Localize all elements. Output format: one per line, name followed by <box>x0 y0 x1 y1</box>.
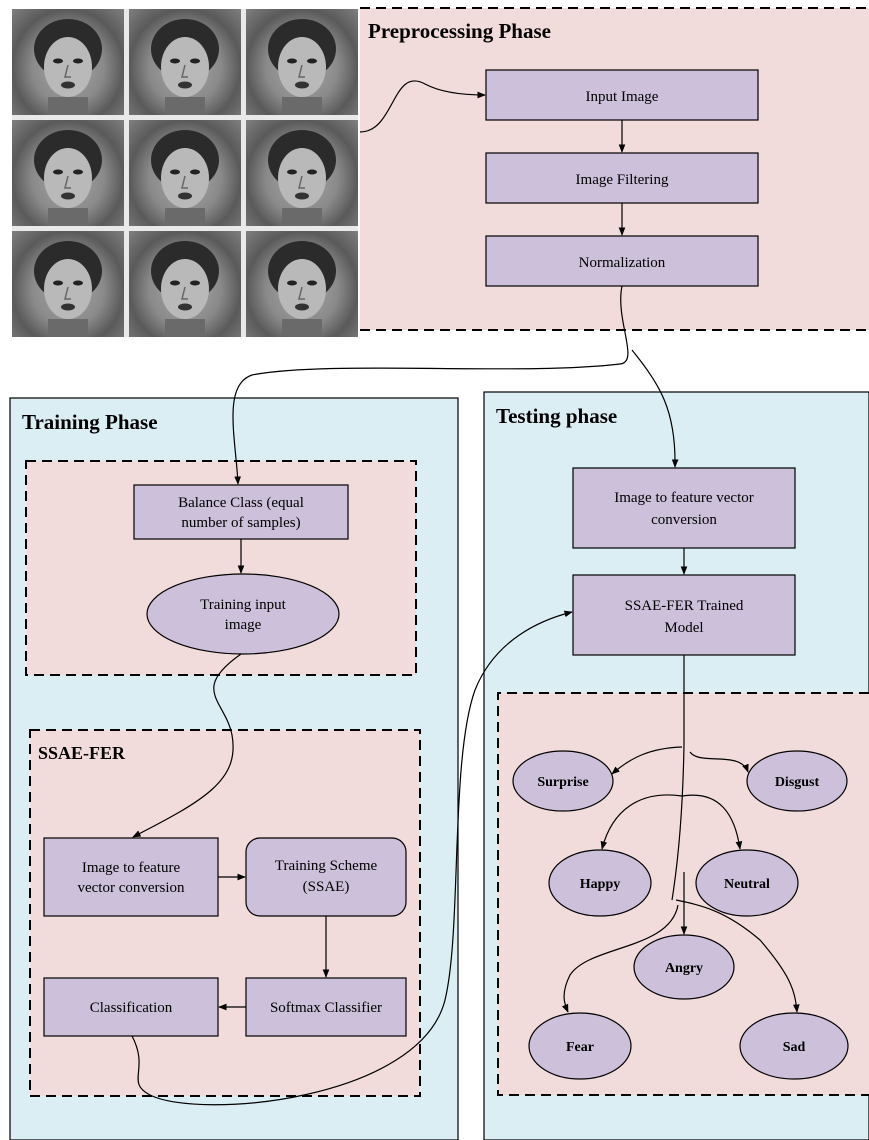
trained-model-label-1: SSAE-FER Trained <box>625 598 744 614</box>
training-title: Training Phase <box>22 410 158 434</box>
input-image-label: Input Image <box>586 89 659 105</box>
connector-to-fear <box>561 904 679 1013</box>
face-photo <box>12 9 124 115</box>
ssae-fer-title: SSAE-FER <box>38 743 126 763</box>
connector-to-disgust <box>689 751 749 773</box>
train-feature-box <box>43 837 219 917</box>
emotion-happy-label: Happy <box>580 877 620 892</box>
face-photo <box>246 120 358 226</box>
training-input-label-2: image <box>225 617 262 633</box>
training-input-ellipse <box>146 573 340 655</box>
normalization-label: Normalization <box>579 255 666 271</box>
softmax-label: Softmax Classifier <box>270 1000 382 1016</box>
connector-to-sad <box>675 899 800 1013</box>
emotion-sad-node <box>739 1012 849 1080</box>
test-feature-label-1: Image to feature vector <box>614 490 754 506</box>
face-photo <box>12 120 124 226</box>
preprocessing-title: Preprocessing Phase <box>368 19 551 43</box>
emotion-disgust-label: Disgust <box>775 775 820 790</box>
emotion-disgust-node <box>746 750 848 812</box>
face-image-grid <box>12 9 358 337</box>
face-photo <box>129 9 241 115</box>
balance-class-label-1: Balance Class (equal <box>178 495 304 511</box>
input-image-box <box>485 69 759 121</box>
image-filtering-label: Image Filtering <box>576 172 669 188</box>
emotion-fear-node <box>528 1012 632 1080</box>
emotion-fear-label: Fear <box>566 1040 594 1055</box>
connector-faces-to-input <box>359 80 486 133</box>
trained-model-label-2: Model <box>664 620 703 636</box>
connector-to-happy <box>600 794 683 850</box>
balance-class-label-2: number of samples) <box>181 515 300 531</box>
face-photo <box>129 120 241 226</box>
train-feature-label-1: Image to feature <box>82 860 181 876</box>
connector-classification-to-model <box>131 610 573 1106</box>
face-photo <box>246 9 358 115</box>
train-feature-label-2: vector conversion <box>77 880 185 896</box>
connector-to-neutral <box>681 794 743 850</box>
classification-label: Classification <box>90 1000 173 1016</box>
connector-normalization-to-test <box>631 349 679 468</box>
emotion-sad-label: Sad <box>783 1040 806 1055</box>
classification-box <box>43 977 219 1037</box>
connector-model-trunk <box>671 655 685 901</box>
face-photo <box>246 231 358 337</box>
preprocessing-panel-border <box>360 7 869 331</box>
emotion-surprise-label: Surprise <box>537 775 588 790</box>
test-feature-label-2: conversion <box>651 512 717 528</box>
training-scheme-label-2: (SSAE) <box>303 879 350 895</box>
emotion-angry-node <box>633 934 735 1000</box>
softmax-box <box>245 977 407 1037</box>
emotion-neutral-node <box>695 849 799 917</box>
emotion-neutral-label: Neutral <box>724 877 770 892</box>
testing-title: Testing phase <box>496 404 617 428</box>
training-scheme-box <box>245 837 407 917</box>
training-input-label-1: Training input <box>200 597 287 613</box>
trained-model-box <box>572 574 796 656</box>
face-photo <box>129 231 241 337</box>
emotion-angry-label: Angry <box>665 961 703 976</box>
training-scheme-label-1: Training Scheme <box>275 858 378 874</box>
image-filtering-box <box>485 152 759 204</box>
test-feature-box <box>572 467 796 549</box>
connector-normalization-to-balance <box>232 285 629 485</box>
emotion-happy-node <box>548 849 652 917</box>
emotion-surprise-node <box>512 750 614 812</box>
face-photo <box>12 231 124 337</box>
connector-to-surprise <box>611 746 683 775</box>
connector-input-to-features <box>132 653 242 838</box>
